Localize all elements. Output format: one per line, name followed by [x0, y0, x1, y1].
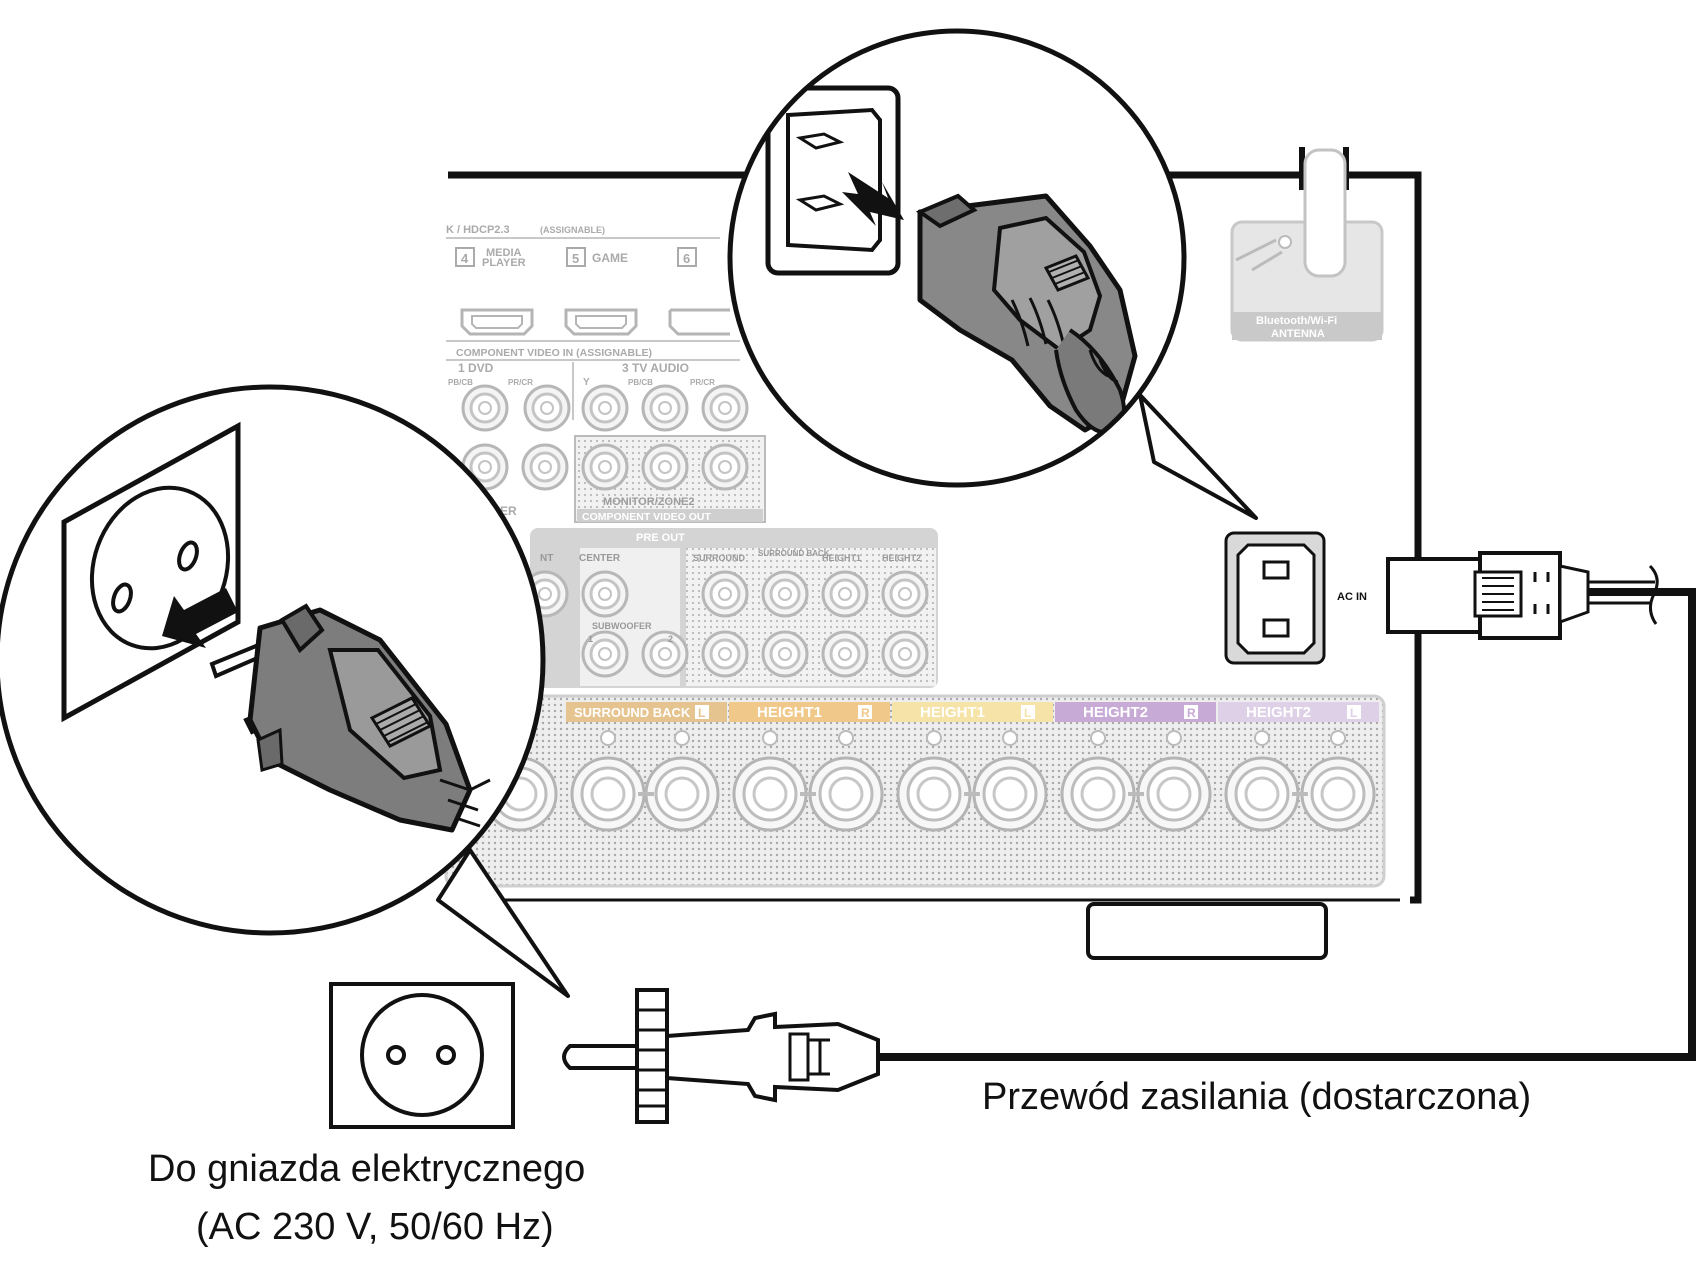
speaker-side-badge: [1021, 705, 1035, 719]
component-video-out-label: COMPONENT VIDEO OUT: [582, 511, 712, 523]
outlet-caption-line1: Do gniazda elektrycznego: [148, 1148, 586, 1190]
ac-in-inlet: AC IN: [1224, 531, 1367, 665]
polarity-mark: [1254, 730, 1270, 746]
svg-text:2: 2: [668, 634, 673, 644]
polarity-mark: [1090, 730, 1106, 746]
power-plug-icon: [562, 988, 880, 1124]
wall-outlet-icon: [329, 982, 515, 1129]
svg-text:5: 5: [572, 251, 579, 266]
svg-text:PR/CR: PR/CR: [508, 378, 533, 387]
svg-text:GAME: GAME: [592, 251, 628, 265]
subwoofer-label: SUBWOOFER: [592, 621, 652, 631]
polarity-mark: [600, 730, 616, 746]
svg-text:6: 6: [683, 251, 690, 266]
speaker-side-label: L: [698, 706, 705, 720]
polarity-mark: [1166, 730, 1182, 746]
iec-plug-icon: [1386, 551, 1590, 640]
speaker-group-header: [729, 702, 890, 722]
svg-text:CENTER: CENTER: [579, 553, 621, 564]
speaker-terminal: [644, 756, 720, 832]
antenna-label: Bluetooth/Wi-Fi ANTENNA: [1256, 315, 1340, 340]
speaker-terminal: [896, 756, 972, 832]
svg-text:HEIGHT1: HEIGHT1: [822, 553, 861, 563]
svg-text:PLAYER: PLAYER: [482, 257, 526, 269]
svg-text:PB/CB: PB/CB: [448, 378, 473, 387]
svg-text:PR/CR: PR/CR: [690, 378, 715, 387]
speaker-side-badge: [695, 705, 709, 719]
speaker-side-badge: [858, 705, 872, 719]
outlet-caption-line2: (AC 230 V, 50/60 Hz): [196, 1206, 554, 1248]
speaker-group-header: [1055, 702, 1216, 722]
speaker-group-header: [892, 702, 1053, 722]
polarity-mark: [1330, 730, 1346, 746]
svg-text:SURROUND: SURROUND: [693, 553, 746, 563]
outlet-magnified-view: [0, 384, 570, 998]
arrow-icon: [842, 172, 904, 226]
speaker-side-badge: [1347, 705, 1361, 719]
speaker-terminal: [1224, 756, 1300, 832]
component-video-section: COMPONENT VIDEO IN (ASSIGNABLE) 1 DVD 3 …: [446, 340, 766, 523]
ac-in-label: AC IN: [1337, 591, 1367, 603]
speaker-side-label: L: [1350, 706, 1357, 720]
hdmi-assignable: (ASSIGNABLE): [540, 225, 605, 235]
zone-label: ER: [500, 504, 517, 518]
speaker-terminal: [1060, 756, 1136, 832]
svg-text:COMPONENT VIDEO IN (ASSIGNABLE: COMPONENT VIDEO IN (ASSIGNABLE): [456, 347, 652, 359]
polarity-mark: [926, 730, 942, 746]
polarity-mark: [1002, 730, 1018, 746]
speaker-side-badge: [1184, 705, 1198, 719]
svg-text:PB/CB: PB/CB: [628, 378, 653, 387]
polarity-mark: [762, 730, 778, 746]
pre-out-section: PRE OUT NT CENTER SURROUND SURROUND BACK…: [521, 528, 938, 688]
speaker-terminal: [972, 756, 1048, 832]
speaker-terminal: [1136, 756, 1212, 832]
speaker-side-label: R: [1187, 706, 1196, 720]
ac-in-magnified-view: [727, 28, 1258, 520]
hdmi-port-icon: [460, 308, 730, 336]
speaker-terminal: [732, 756, 808, 832]
bluetooth-wifi-antenna: Bluetooth/Wi-Fi ANTENNA: [1230, 147, 1384, 342]
arrow-icon: [162, 588, 238, 648]
hdmi-header: K / HDCP2.3: [446, 224, 510, 236]
monitor-zone2-label: MONITOR/ZONE2: [603, 496, 694, 508]
svg-text:3 TV AUDIO: 3 TV AUDIO: [622, 361, 689, 375]
speaker-group-header: [566, 702, 727, 722]
hdmi-inputs: K / HDCP2.3 (ASSIGNABLE) 4 MEDIA PLAYER …: [446, 224, 730, 336]
svg-text:Y: Y: [583, 377, 590, 388]
receiver-foot: [448, 898, 1400, 960]
pre-out-label: PRE OUT: [636, 532, 685, 544]
speaker-terminal: [1300, 756, 1376, 832]
speaker-group-label: SURROUND BACK: [574, 705, 691, 720]
speaker-terminal: [570, 756, 646, 832]
speaker-group-label: HEIGHT2: [1083, 704, 1148, 721]
speaker-group-label: HEIGHT1: [920, 704, 985, 721]
speaker-terminals: SURROUND BACK L HEIGHT1 R HEIGHT1 L HEIGHT2 R HE…: [444, 694, 1386, 888]
speaker-group-label: HEIGHT2: [1246, 704, 1311, 721]
speaker-terminal: [808, 756, 884, 832]
speaker-side-label: R: [861, 706, 870, 720]
svg-text:MEDIA: MEDIA: [486, 247, 522, 259]
polarity-mark: [838, 730, 854, 746]
svg-text:4: 4: [461, 251, 469, 266]
svg-text:1: 1: [588, 634, 593, 644]
polarity-mark: [674, 730, 690, 746]
speaker-group-header: [1218, 702, 1379, 722]
rca-jack-icon: [581, 443, 749, 491]
svg-text:1 DVD: 1 DVD: [458, 361, 494, 375]
svg-text:HEIGHT2: HEIGHT2: [882, 553, 921, 563]
power-cord: [878, 564, 1696, 1061]
svg-text:NT: NT: [540, 553, 553, 564]
speaker-group-label: HEIGHT1: [757, 704, 822, 721]
cord-caption: Przewód zasilania (dostarczona): [982, 1076, 1532, 1118]
speaker-side-label: L: [1024, 706, 1031, 720]
svg-text:SURROUND BACK: SURROUND BACK: [758, 549, 830, 558]
